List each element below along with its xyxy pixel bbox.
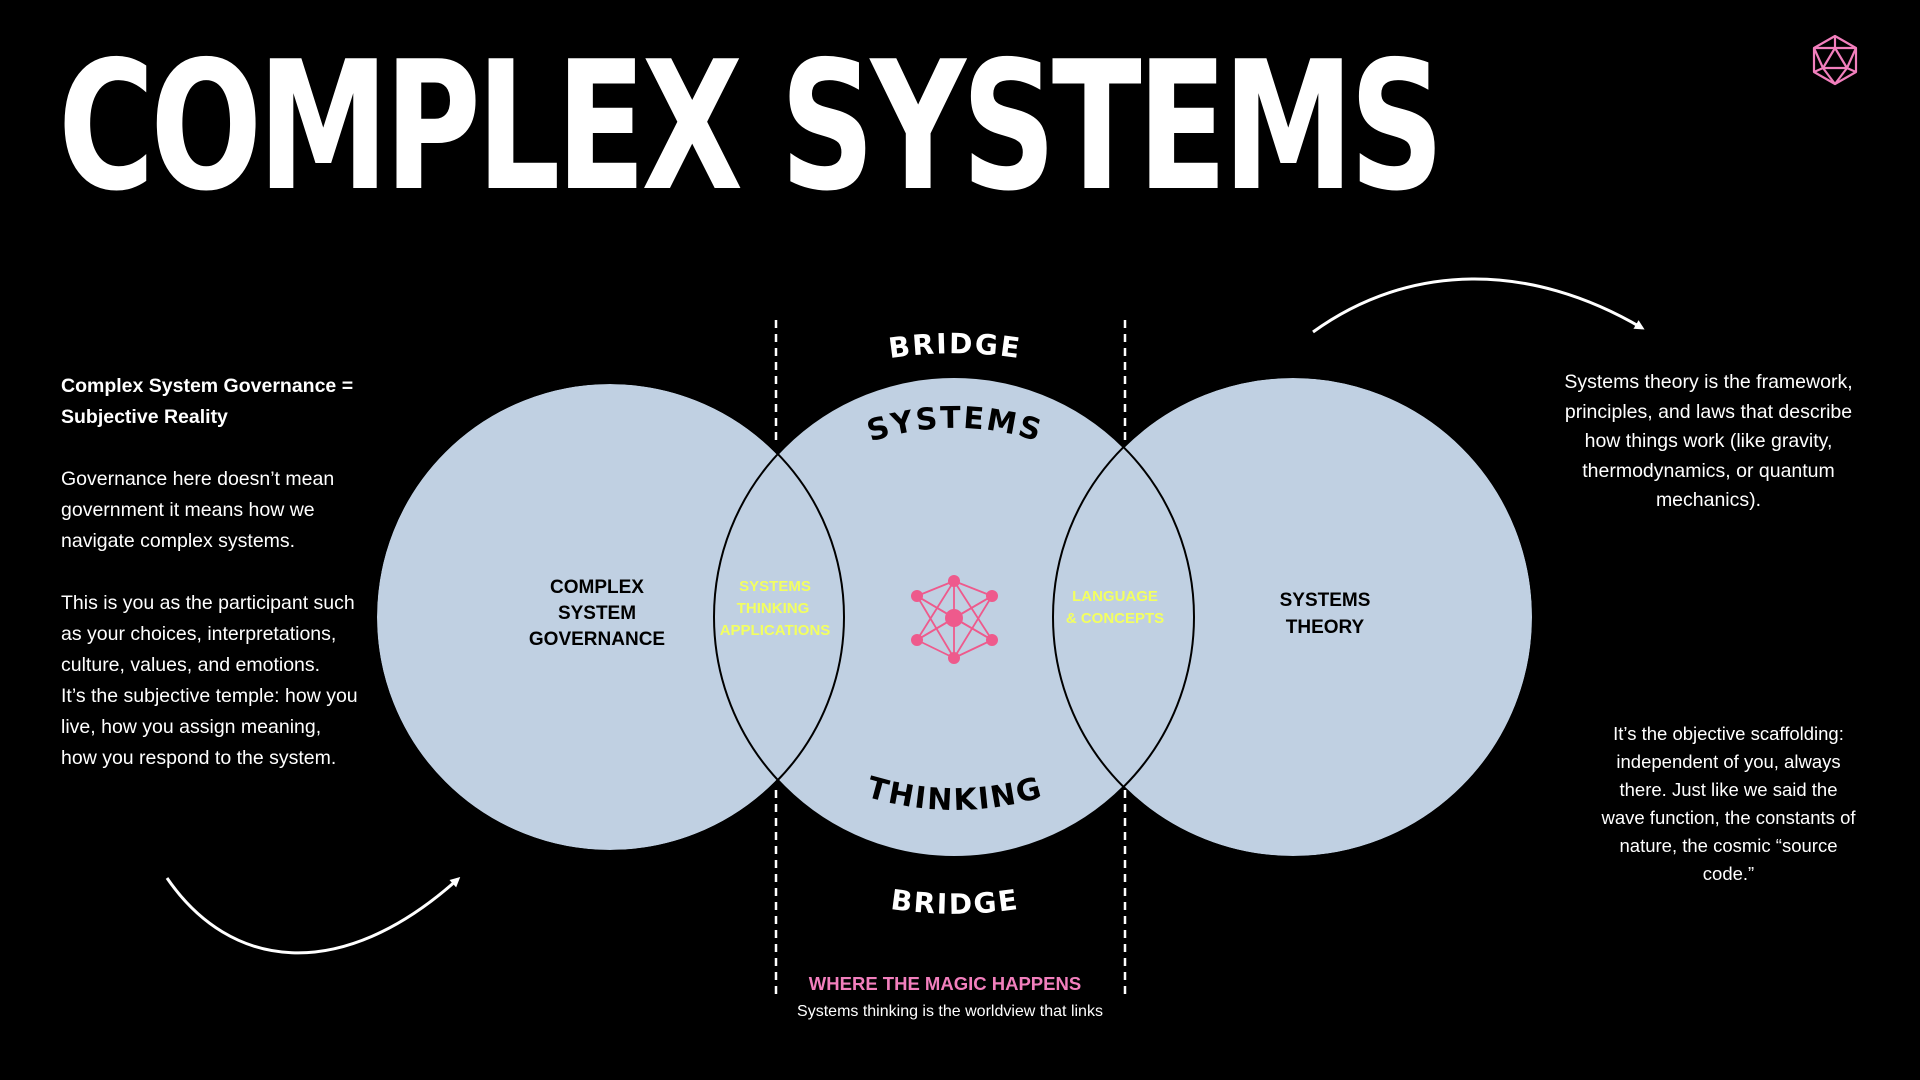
svg-text:SYSTEMS: SYSTEMS xyxy=(739,578,811,595)
svg-text:COMPLEX: COMPLEX xyxy=(550,577,644,598)
arrow-top-right xyxy=(1312,277,1645,334)
svg-text:SYSTEMS: SYSTEMS xyxy=(1280,590,1371,611)
svg-text:& CONCEPTS: & CONCEPTS xyxy=(1066,610,1164,627)
svg-text:SYSTEM: SYSTEM xyxy=(558,603,636,624)
left-paragraph-2: This is you as the participant such as y… xyxy=(61,592,355,676)
left-description: Complex System Governance = Subjective R… xyxy=(61,371,361,774)
arrow-bottom-left xyxy=(165,876,461,955)
right-description-top: Systems theory is the framework, princip… xyxy=(1564,371,1853,511)
svg-text:LANGUAGE: LANGUAGE xyxy=(1072,588,1158,605)
right-overlap-label: LANGUAGE & CONCEPTS xyxy=(1066,588,1164,627)
right-description-bottom: It’s the objective scaffolding: independ… xyxy=(1601,723,1856,884)
left-heading: Complex System Governance = Subjective R… xyxy=(61,375,354,428)
worldview-caption: Systems thinking is the worldview that l… xyxy=(797,1003,1103,1020)
svg-text:GOVERNANCE: GOVERNANCE xyxy=(529,629,665,650)
svg-text:APPLICATIONS: APPLICATIONS xyxy=(720,622,831,639)
left-paragraph-1: Governance here doesn’t mean government … xyxy=(61,468,335,552)
page-title: COMPLEX SYSTEMS xyxy=(58,23,1444,230)
right-circle-label: SYSTEMS THEORY xyxy=(1280,590,1371,638)
icosahedron-icon xyxy=(1812,34,1858,86)
network-icon xyxy=(911,575,998,664)
magic-caption: WHERE THE MAGIC HAPPENS xyxy=(808,973,1082,994)
svg-text:THEORY: THEORY xyxy=(1286,617,1365,638)
bridge-bottom-label: BRIDGE xyxy=(889,883,1021,921)
bridge-top-label: BRIDGE xyxy=(887,327,1024,365)
left-circle-label: COMPLEX SYSTEM GOVERNANCE xyxy=(529,577,665,650)
left-paragraph-3: It’s the subjective temple: how you live… xyxy=(61,685,358,769)
left-overlap-label: SYSTEMS THINKING APPLICATIONS xyxy=(720,578,831,639)
svg-text:THINKING: THINKING xyxy=(737,600,810,617)
